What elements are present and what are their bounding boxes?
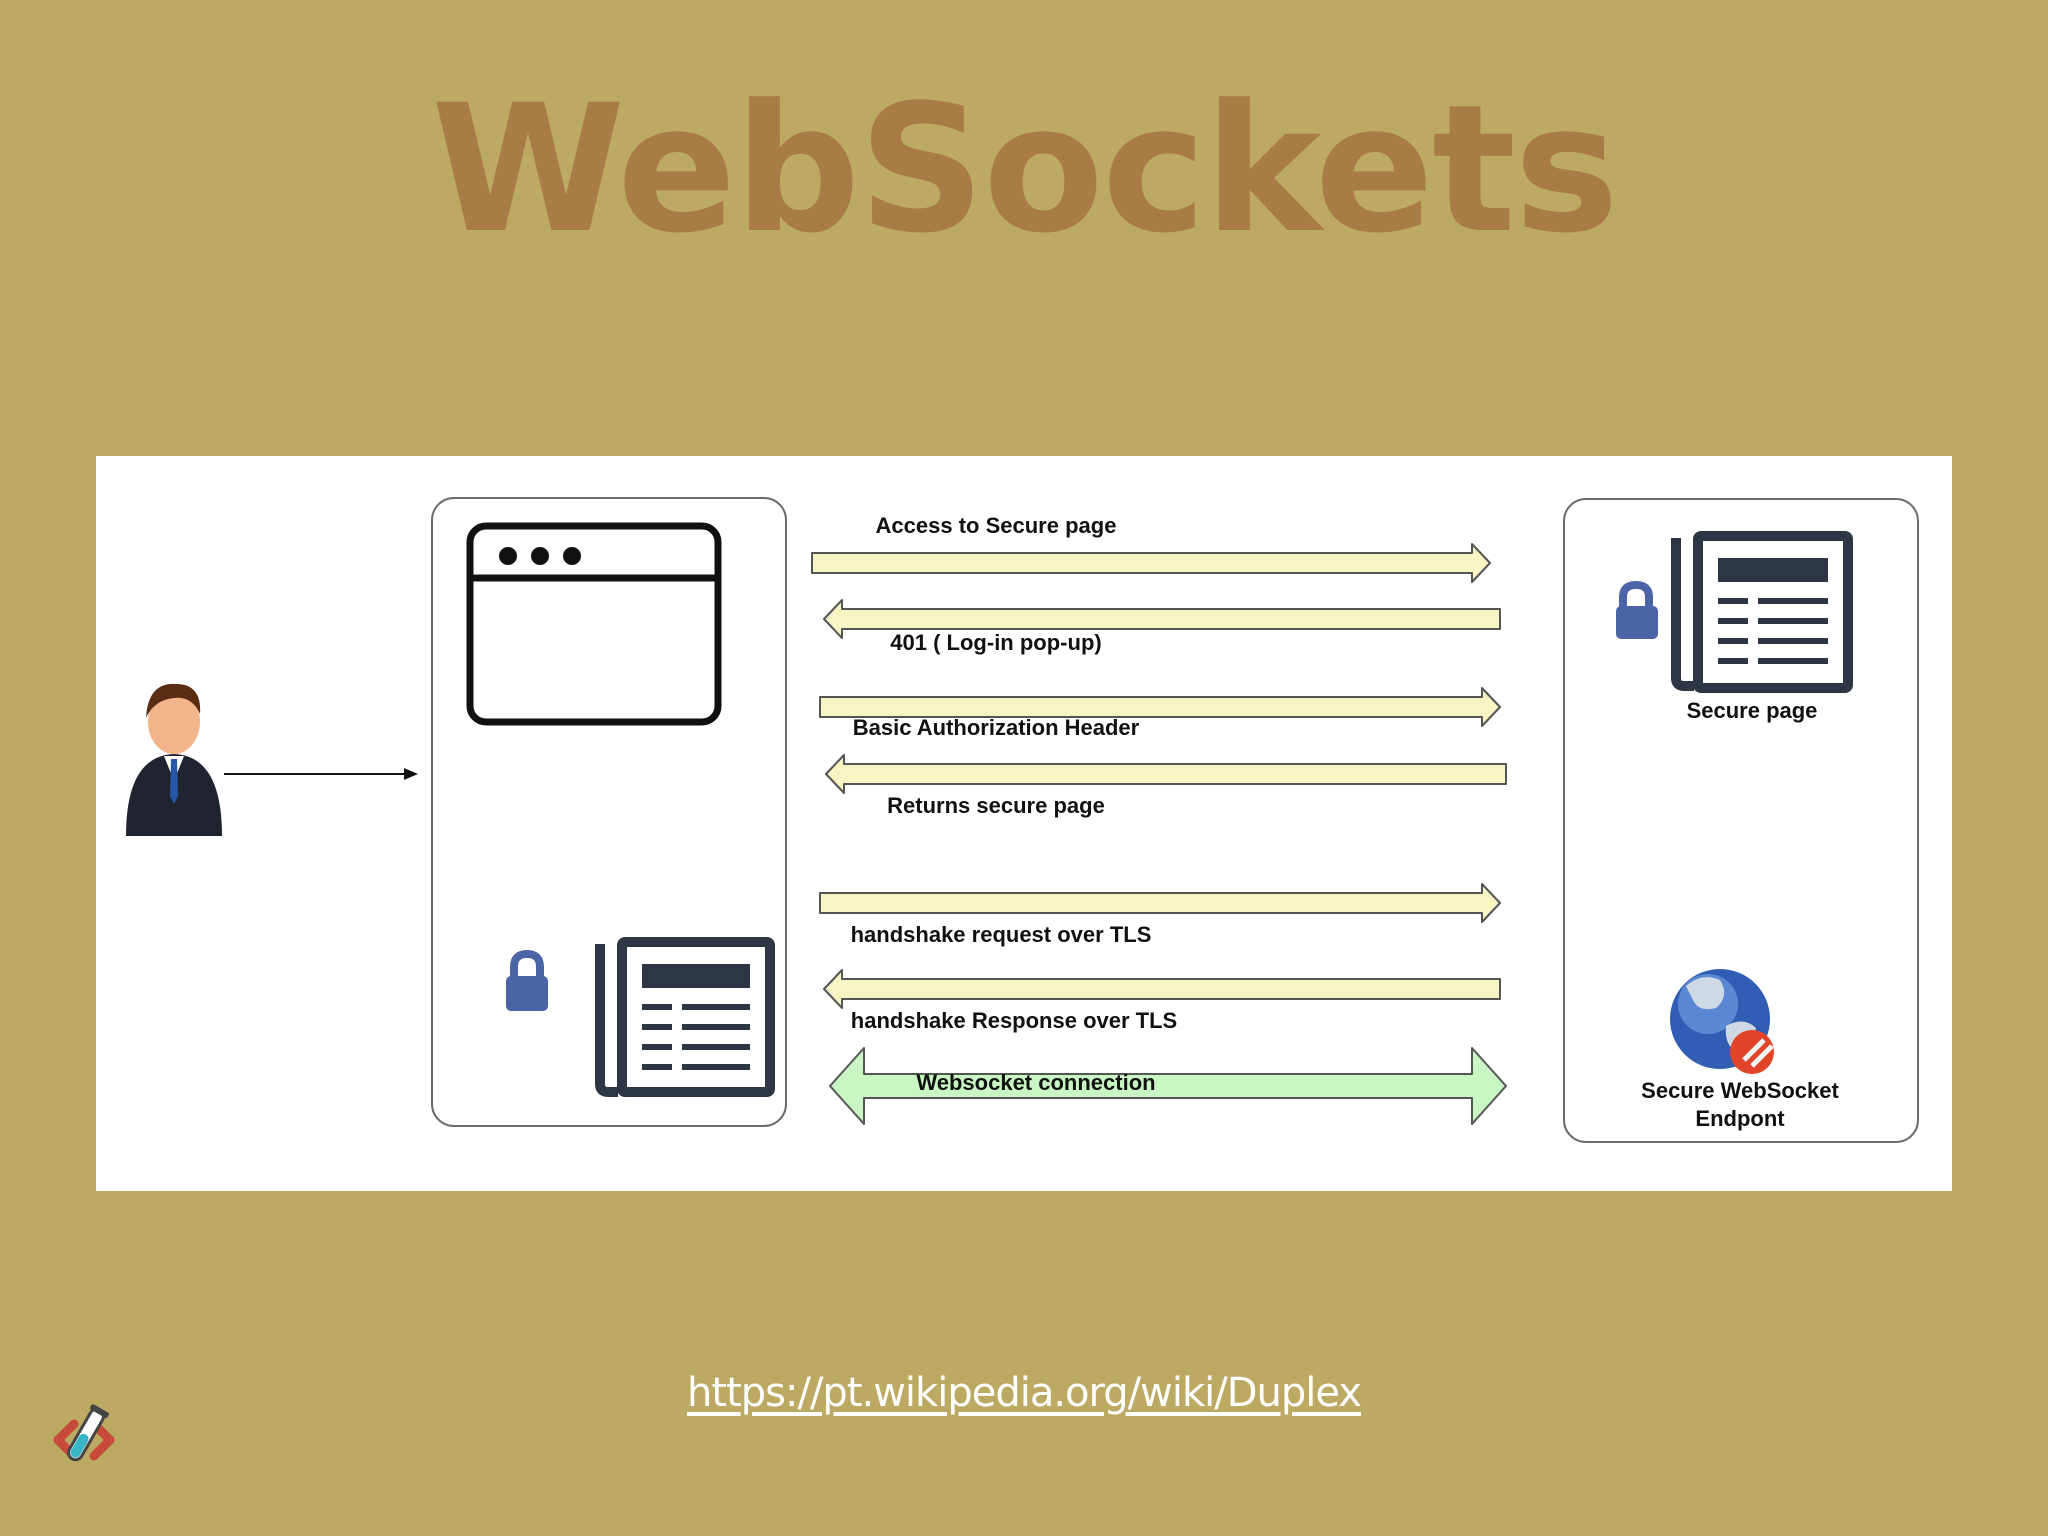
lock-icon (1616, 580, 1658, 639)
document-icon (1671, 531, 1853, 693)
message-arrow (819, 883, 1501, 923)
message-arrow (823, 599, 1501, 639)
message-arrow (819, 687, 1501, 727)
websocket-diagram: Secure page Secure WebSocket Endpont Acc… (96, 456, 1952, 1191)
arrow-label: Websocket connection (916, 1070, 1155, 1095)
secure-page-label: Secure page (1687, 698, 1818, 723)
websocket-connection-arrow (829, 1047, 1507, 1125)
message-arrow (825, 754, 1507, 794)
document-icon (595, 937, 775, 1097)
source-link[interactable]: https://pt.wikipedia.org/wiki/Duplex (687, 1370, 1362, 1416)
message-arrows: Access to Secure page 401 ( Log-in pop-up… (811, 513, 1507, 1125)
lock-icon (506, 949, 548, 1011)
message-arrow (811, 543, 1491, 583)
endpoint-label-line1: Secure WebSocket (1641, 1078, 1839, 1103)
arrow-label: Access to Secure page (876, 513, 1117, 538)
arrow-label: Basic Authorization Header (853, 715, 1140, 740)
globe-icon (1670, 969, 1774, 1074)
endpoint-label-line2: Endpont (1695, 1106, 1785, 1131)
arrow-label: 401 ( Log-in pop-up) (890, 630, 1101, 655)
logo-icon (44, 1398, 124, 1483)
browser-window-icon (466, 522, 722, 726)
slide-title: WebSockets (431, 67, 1619, 272)
arrow-label: handshake request over TLS (851, 922, 1152, 947)
arrow-label: handshake Response over TLS (851, 1008, 1177, 1033)
message-arrow (823, 969, 1501, 1009)
user-to-browser-arrow (224, 768, 418, 780)
arrow-label: Returns secure page (887, 793, 1105, 818)
user-icon (126, 683, 222, 836)
